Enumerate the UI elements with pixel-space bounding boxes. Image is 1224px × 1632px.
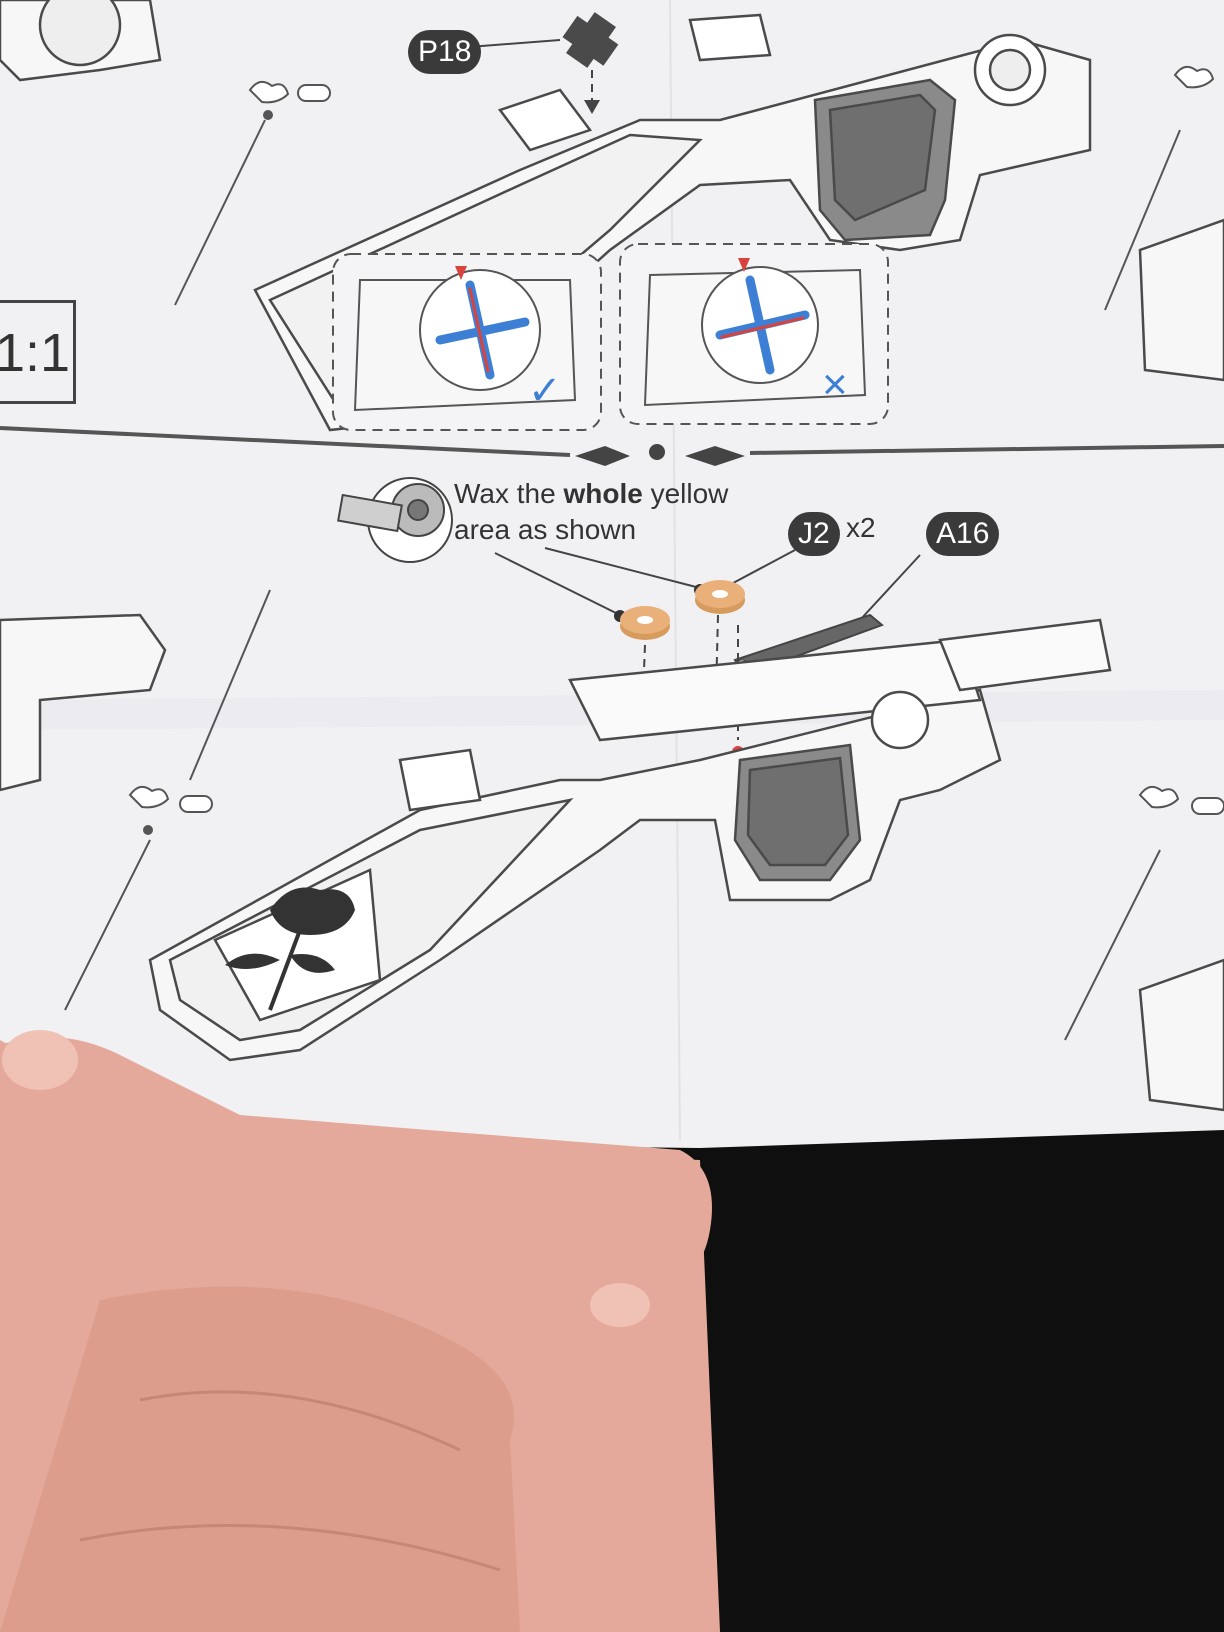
part-badge-p18-label: P18: [418, 35, 472, 68]
divider-ornament: [575, 446, 630, 466]
scale-indicator: 1:1: [0, 300, 76, 404]
instruction-line-1-post: yellow: [642, 478, 729, 509]
bullet-arrow-right: [1064, 65, 1224, 1041]
correct-check-icon: ✓: [528, 369, 562, 413]
inset-correct-pointer: [455, 266, 467, 280]
cross-part-p18: [562, 12, 619, 68]
part-badge-a16: A16: [926, 512, 1000, 556]
part-badge-p18: P18: [408, 30, 482, 74]
inset-correct-cross: [435, 280, 530, 380]
washer-j2-right: [695, 580, 745, 614]
hand: [0, 1030, 720, 1632]
partial-gun-left: [0, 613, 167, 792]
main-gun-assembly: [148, 618, 1112, 1062]
instruction-line-1-bold: whole: [563, 478, 643, 509]
part-badge-j2-label: J2: [798, 517, 830, 550]
part-badge-a16-label: A16: [936, 517, 990, 550]
part-count: x2: [846, 512, 876, 543]
washer-j2-left: [620, 606, 670, 640]
rose-engraving: [225, 887, 355, 1011]
bullet-arrow-mid-left: [64, 589, 271, 1011]
wax-gear-icon: [337, 477, 453, 563]
instruction-line-1: Wax the whole yellow: [454, 476, 728, 512]
inset-wrong-cross: [715, 275, 810, 375]
partial-gun-right: [1138, 218, 1224, 1112]
partial-gun-top-left: [0, 0, 162, 82]
inset-wrong: [619, 243, 889, 425]
inset-correct: [332, 253, 602, 431]
inset-wrong-pointer: [738, 258, 750, 272]
wax-instruction: Wax the whole yellow area as shown: [454, 476, 728, 548]
wrong-x-icon: ×: [822, 360, 848, 409]
section-divider: [0, 426, 571, 457]
bullet-arrow-top-left: [174, 80, 331, 306]
scale-label: 1:1: [0, 323, 71, 383]
instruction-line-1-pre: Wax the: [454, 478, 564, 509]
instruction-line-2: area as shown: [454, 514, 637, 545]
part-badge-j2: J2: [788, 512, 840, 556]
